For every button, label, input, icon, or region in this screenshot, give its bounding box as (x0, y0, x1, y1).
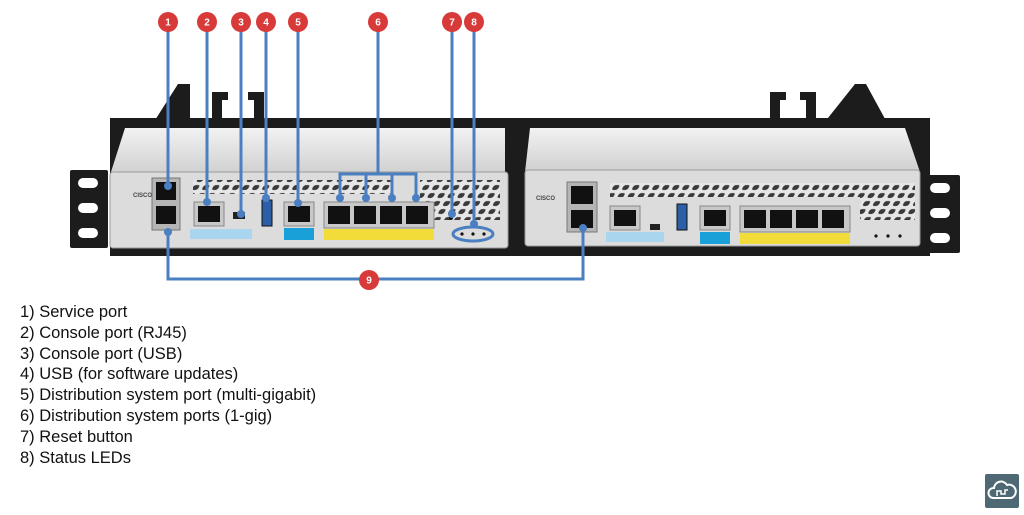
legend-item: 8) Status LEDs (20, 448, 131, 467)
callout-badge-8: 8 (464, 12, 484, 32)
device-diagram: CISCO CISCO (70, 12, 960, 290)
callout-badge-1: 1 (158, 12, 178, 32)
legend-item: 2) Console port (RJ45) (20, 323, 187, 342)
svg-text:1: 1 (165, 18, 171, 29)
callout-badge-3: 3 (231, 12, 251, 32)
svg-text:3: 3 (238, 18, 244, 29)
callout-badge-5: 5 (288, 12, 308, 32)
mgig-port (288, 206, 310, 222)
legend-item: 4) USB (for software updates) (20, 365, 239, 384)
callout-badge-9: 9 (359, 270, 379, 290)
callout-badge-2: 2 (197, 12, 217, 32)
legend-item: 7) Reset button (20, 427, 133, 446)
legend: 1) Service port 2) Console port (RJ45) 3… (20, 302, 316, 468)
svg-text:4: 4 (263, 18, 269, 29)
legend-item: 5) Distribution system port (multi-gigab… (20, 386, 317, 405)
cisco-logo: CISCO (133, 193, 152, 199)
svg-text:6: 6 (375, 18, 381, 29)
legend-item: 6) Distribution system ports (1-gig) (20, 406, 273, 425)
svg-text:2: 2 (204, 18, 210, 29)
callout-badge-4: 4 (256, 12, 276, 32)
cloud-network-icon (985, 474, 1019, 508)
cisco-logo-right: CISCO (536, 196, 555, 202)
console-rj45-port (198, 206, 220, 222)
controller-unit-right: CISCO (524, 128, 921, 247)
aux-port (156, 206, 176, 224)
controller-unit-left: CISCO (109, 128, 509, 249)
legend-item: 3) Console port (USB) (20, 344, 183, 363)
usb-port (261, 199, 273, 227)
svg-text:8: 8 (471, 18, 477, 29)
leader-dots (164, 182, 587, 236)
callout-badge-7: 7 (442, 12, 462, 32)
callout-badge-6: 6 (368, 12, 388, 32)
svg-text:9: 9 (366, 276, 372, 287)
legend-item: 1) Service port (20, 303, 128, 321)
svg-text:5: 5 (295, 18, 301, 29)
svg-text:7: 7 (449, 18, 455, 29)
